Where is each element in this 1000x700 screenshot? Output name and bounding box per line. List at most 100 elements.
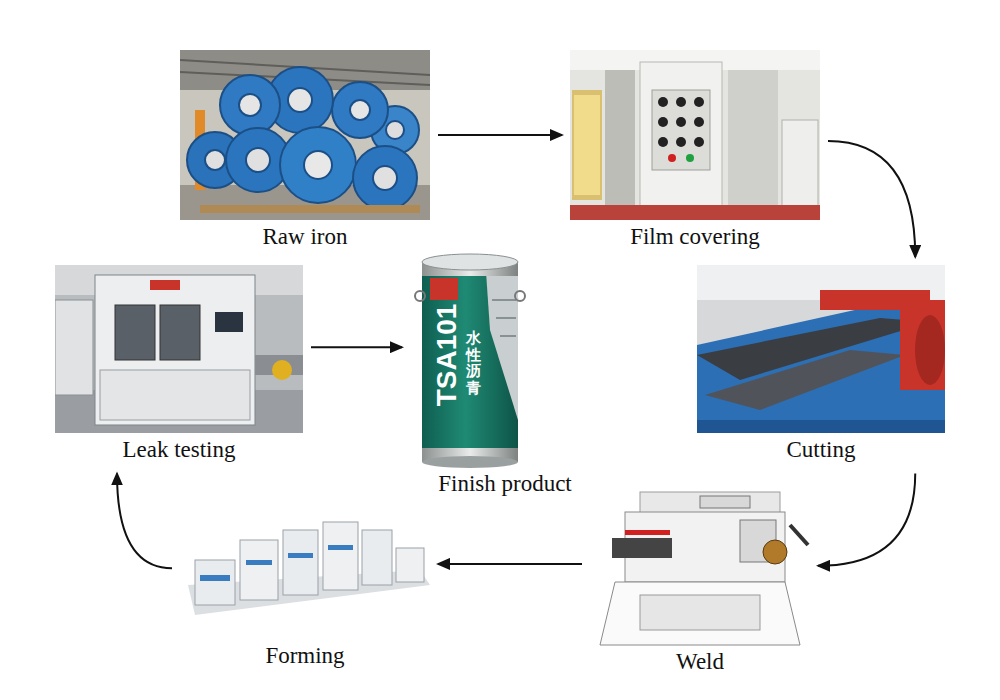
- leak-testing-step: Leak testing: [55, 265, 303, 465]
- weld-step: Weld: [590, 485, 810, 677]
- leak-testing-photo-part: [55, 300, 93, 395]
- raw-iron-photo: [180, 50, 430, 220]
- flow-arrow: [438, 134, 562, 136]
- paint-can-illustration-part: [422, 254, 518, 270]
- illustration-part-part: [676, 97, 686, 107]
- leak-testing-photo-part: [272, 360, 292, 380]
- illustration-part-part: [658, 97, 668, 107]
- flow-arrow: [438, 563, 582, 565]
- flow-arrow: [828, 141, 915, 257]
- forming-photo-part: [328, 545, 353, 550]
- step-caption: Film covering: [570, 224, 820, 250]
- paint-can-illustration-part: [492, 300, 516, 336]
- film-covering-photo-part: [668, 154, 676, 162]
- paint-can-illustration: [415, 254, 525, 468]
- illustration-part-part: [332, 82, 388, 138]
- raw-iron-step: Raw iron: [180, 50, 430, 252]
- illustration-part-part: [694, 97, 704, 107]
- paint-can-illustration-part: [422, 456, 518, 468]
- forming-photo-part: [180, 505, 430, 637]
- film-covering-photo-part: [605, 70, 635, 210]
- weld-photo-part: [763, 540, 787, 564]
- illustration-part-part: [676, 137, 686, 147]
- step-caption: Cutting: [697, 437, 945, 463]
- cutting-step: Cutting: [697, 265, 945, 465]
- forming-step: Forming: [180, 505, 430, 671]
- paint-can-illustration-part: [415, 291, 425, 301]
- film-covering-step: Film covering: [570, 50, 820, 252]
- illustration-part: [187, 67, 419, 210]
- leak-testing-photo-part: [115, 305, 155, 360]
- weld-photo-part: [625, 530, 670, 535]
- cutting-photo-part: [915, 315, 945, 385]
- weld-photo-part: [790, 525, 808, 545]
- illustration-part-part: [386, 121, 404, 139]
- weld-photo-part: [640, 492, 780, 514]
- step-caption: Leak testing: [55, 437, 303, 463]
- film-covering-photo-part: [686, 154, 694, 162]
- weld-photo-part: [700, 496, 750, 508]
- raw-iron-photo-part: [180, 50, 430, 220]
- forming-photo-part: [362, 530, 392, 585]
- paint-can-illustration-part: [430, 278, 458, 300]
- paint-can-illustration-part: [486, 272, 518, 420]
- forming-photo-part: [195, 560, 235, 605]
- leak-testing-photo-part: [55, 265, 303, 433]
- flow-arrow: [818, 473, 915, 565]
- cutting-photo: [697, 265, 945, 433]
- cutting-photo-part: [697, 265, 945, 433]
- forming-photo-part: [200, 575, 230, 581]
- cutting-photo-part: [705, 350, 905, 410]
- forming-photo-part: [288, 553, 313, 558]
- illustration-part-part: [205, 150, 225, 170]
- forming-photo-part: [323, 522, 358, 590]
- film-covering-photo-part: [572, 90, 602, 200]
- cutting-photo-part: [697, 300, 945, 433]
- step-caption: Weld: [590, 649, 810, 675]
- illustration-part-part: [288, 88, 312, 112]
- illustration-part-part: [676, 117, 686, 127]
- leak-testing-photo-part: [150, 280, 180, 290]
- product-code: TSA101: [433, 304, 461, 407]
- paint-can-illustration-part: [422, 262, 518, 462]
- illustration-part-part: [694, 137, 704, 147]
- cutting-photo-part: [697, 420, 945, 433]
- film-covering-photo-part: [570, 205, 820, 220]
- illustration-part-part: [220, 75, 280, 135]
- leak-testing-photo-part: [95, 275, 255, 425]
- illustration-part-part: [304, 151, 332, 179]
- leak-testing-photo-part: [100, 370, 250, 420]
- leak-testing-photo: [55, 265, 303, 433]
- forming-photo-part: [240, 540, 278, 600]
- flow-arrow: [117, 473, 172, 568]
- film-covering-photo-part: [574, 95, 600, 195]
- illustration-part-part: [350, 100, 370, 120]
- weld-photo-part: [600, 582, 800, 645]
- forming-photo-part: [283, 530, 318, 595]
- step-caption: Raw iron: [180, 224, 430, 250]
- film-covering-photo-part: [728, 70, 778, 210]
- film-covering-photo-part: [570, 50, 820, 220]
- illustration-part-part: [246, 148, 270, 172]
- illustration-part-part: [239, 94, 261, 116]
- leak-testing-photo-part: [215, 312, 243, 332]
- forming-photo: [180, 505, 430, 637]
- forming-photo-part: [396, 548, 424, 582]
- leak-testing-photo-part: [160, 305, 200, 360]
- raw-iron-photo-part: [200, 205, 420, 213]
- illustration-part-part: [658, 117, 668, 127]
- paint-can-illustration-part: [515, 291, 525, 301]
- film-covering-photo: [570, 50, 820, 220]
- film-covering-photo-part: [782, 120, 818, 210]
- illustration-part-part: [658, 137, 668, 147]
- forming-photo-part: [246, 560, 272, 565]
- step-caption: Finish product: [410, 471, 600, 497]
- film-covering-photo-part: [640, 62, 722, 212]
- illustration-part-part: [353, 146, 417, 210]
- flow-arrow: [311, 346, 402, 348]
- illustration-part: [658, 97, 704, 147]
- weld-photo: [590, 485, 810, 647]
